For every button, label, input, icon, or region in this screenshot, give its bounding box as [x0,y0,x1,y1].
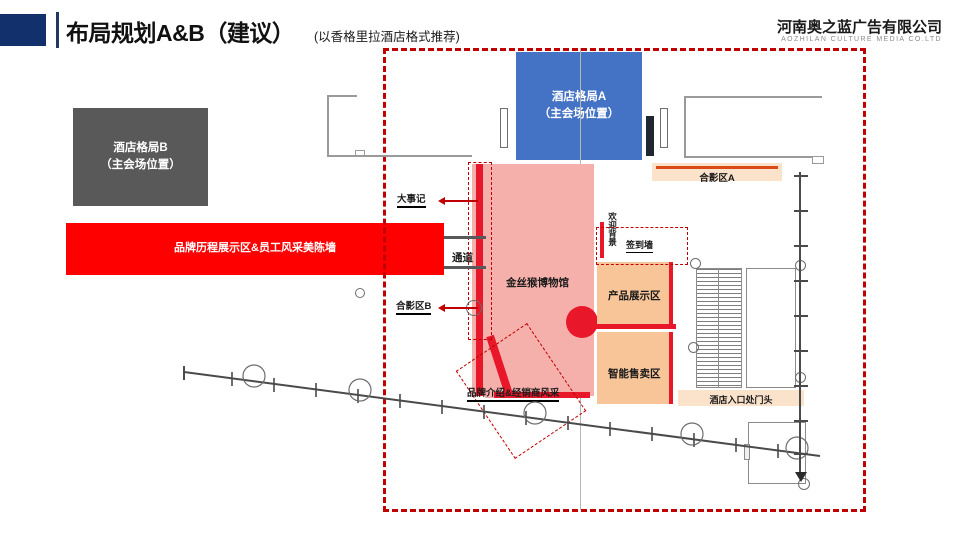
wall-upper-left-horizontal [327,155,472,157]
hotel-entrance-label: 酒店入口处门头 [709,395,773,405]
block-brand-history-wall-label: 品牌历程展示区&员工风采美陈墙 [174,242,336,255]
stair-door-top [690,258,701,269]
pillar-right [660,108,668,148]
callout-chronicle-arrow-icon [438,197,445,205]
wall-upper-left-notch [355,150,365,156]
zone-smart-vending-label: 智能售卖区 [608,368,661,380]
brand-intro-label: 品牌介绍&经销商风采 [467,385,560,402]
company-name-en: AOZHILAN CULTURE MEDIA CO.LTD [781,36,942,43]
block-hotel-layout-b: 酒店格局B （主会场位置） [73,108,208,206]
welcome-backdrop-label: 欢迎背景 [607,212,618,246]
sign-wall-dashed-box [596,227,688,265]
block-hotel-layout-b-label: 酒店格局B （主会场位置） [100,142,181,171]
room-lower-right-door [798,478,810,490]
hotel-entrance-band [678,390,804,406]
wall-upper-right-bottom [684,156,822,158]
page-title: 布局规划A&B（建议） [66,20,295,46]
zone-product-display-label: 产品展示区 [608,290,661,302]
focal-point-marker [566,306,598,338]
wall-upper-left-top [327,95,357,97]
stair-door-mid [688,342,699,353]
wall-upper-left-vertical [327,95,329,157]
corridor-dashed-box [468,162,492,340]
header-accent-block [0,14,46,46]
region-museum-edge [588,164,594,396]
photo-area-a-label: 合影区A [699,173,735,184]
block-brand-history-wall: 品牌历程展示区&员工风采美陈墙 [66,223,444,275]
pillar-left [500,108,508,148]
room-lower-right-notch [744,444,750,460]
block-hotel-layout-a: 酒店格局A （主会场位置） [516,52,642,160]
sign-wall-label: 签到墙 [626,238,654,253]
zone-product-display [597,262,673,324]
museum-red-wall-bottom [494,392,590,398]
callout-photo-area-b-label: 合影区B [396,298,432,315]
callout-photo-area-b-arrow-icon [438,304,445,312]
corridor-wall-bottom [444,266,486,269]
callout-photo-area-b-line [444,307,478,309]
diagonal-fence-graphic [183,364,821,460]
stair-center-line [718,268,719,388]
right-vertical-rail-graphic [794,172,808,482]
museum-red-wall [476,164,483,396]
plan-boundary-dashed [383,48,866,512]
page-subtitle: (以香格里拉酒店格式推荐) [314,30,460,44]
zone-divider-strip [594,324,676,329]
stair-hatched-block [696,268,742,388]
wall-upper-right-vertical [684,96,686,158]
pillar-dark [646,116,654,156]
corridor-wall-top [444,236,486,239]
region-museum-label: 金丝猴博物馆 [506,277,569,289]
block-hotel-layout-a-label: 酒店格局A （主会场位置） [538,91,620,120]
plot-circle-left [355,288,365,298]
callout-chronicle-label: 大事记 [397,191,426,208]
wall-upper-right-step [812,156,824,164]
header-vertical-rule [56,12,59,48]
region-corridor-label: 通道 [452,252,473,264]
photo-area-a-bar [656,166,778,169]
welcome-backdrop-stick [600,222,604,258]
zone-smart-vending [597,332,673,404]
company-name-cn: 河南奥之蓝广告有限公司 [776,19,942,36]
wall-upper-right-horizontal [684,96,822,98]
room-right-of-stair [746,268,796,388]
callout-chronicle-line [444,200,478,202]
